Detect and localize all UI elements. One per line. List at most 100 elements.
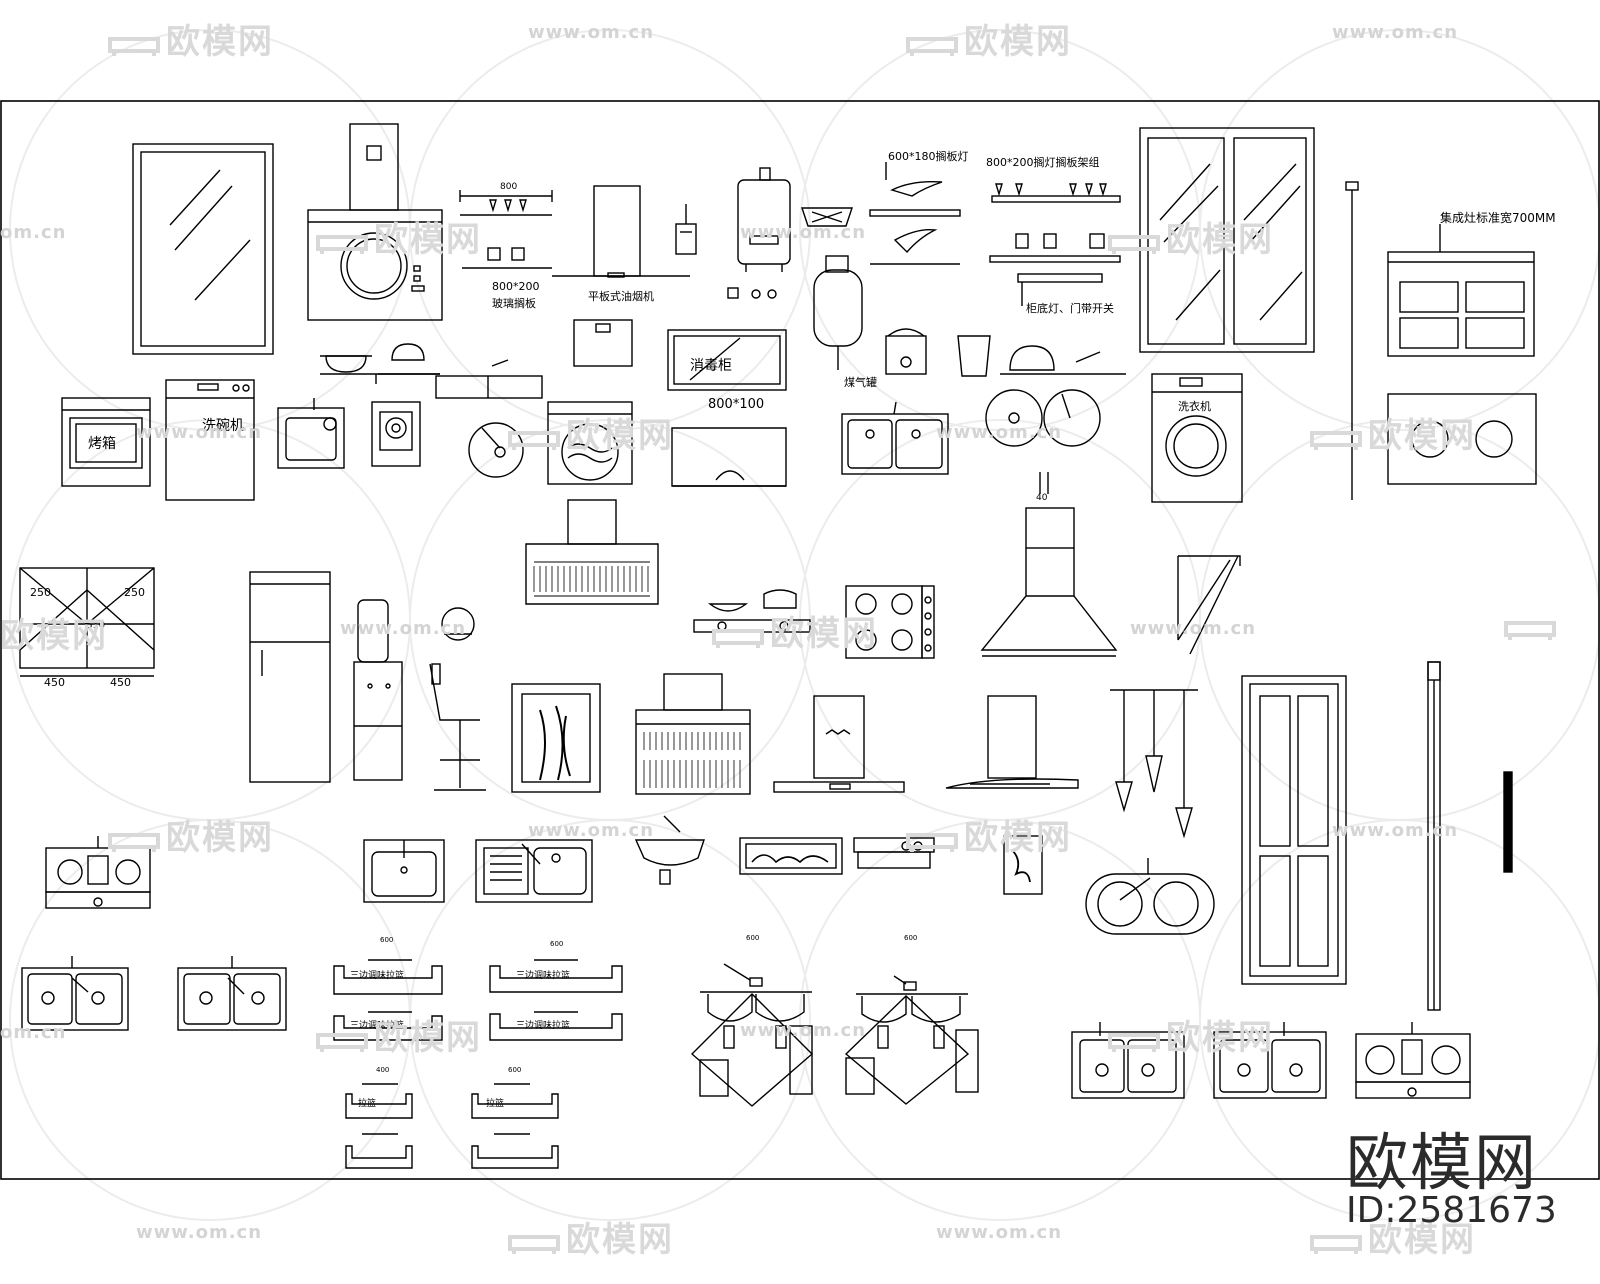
dim-610: 610 <box>86 620 105 631</box>
washer-front-small <box>547 401 633 485</box>
shelf-rack-label-1: 600*180搁板灯 <box>888 149 969 163</box>
brand-name: 欧模网 <box>1346 1126 1539 1199</box>
wall-lamp <box>801 207 853 227</box>
water-dispenser <box>353 599 403 781</box>
side-pole <box>1345 181 1359 500</box>
mirror-panel <box>132 143 274 355</box>
pullout-baskets: 600 三边调味拉篮 三边调味拉篮 600 三边调味拉篮 三边调味拉篮 400 … <box>333 936 623 1169</box>
gas-tank: 煤气罐 <box>813 255 877 389</box>
watermark-logo: 欧模网 <box>1108 1010 1274 1059</box>
watermark-logo: 欧模网 <box>1108 212 1274 261</box>
dishwasher-label: 洗碗机 <box>202 418 244 434</box>
t-hood <box>773 695 905 793</box>
watermark-url: www.om.cn <box>1332 22 1459 43</box>
watermark-logo: 欧模网 <box>508 408 674 457</box>
sofa-icon <box>1504 620 1556 640</box>
integrated-range-cabinet: 集成灶标准宽700MM <box>1387 210 1556 485</box>
sofa-icon <box>508 430 560 450</box>
gas-stove-b <box>1355 1022 1471 1099</box>
pendant-lamps <box>1110 689 1198 839</box>
rice-cooker <box>885 328 927 375</box>
watermark-logo: 欧模网 <box>906 810 1072 859</box>
glass-double-door <box>1139 127 1315 353</box>
double-round-sink <box>985 389 1101 447</box>
double-sink-c <box>21 956 129 1031</box>
kettle <box>1000 345 1126 375</box>
dim-250-right: 250 <box>124 586 145 599</box>
watermark-url: www.om.cn <box>528 22 655 43</box>
cabinet-light-label: 柜底灯、门带开关 <box>1026 301 1114 315</box>
flat-hood-side: 平板式油烟机 <box>552 185 690 303</box>
double-sink-top-a <box>435 359 543 399</box>
dim-450-right: 450 <box>110 676 131 689</box>
watermark-logo <box>1504 606 1562 646</box>
framed-art <box>511 683 601 793</box>
sofa-icon <box>906 832 958 852</box>
refrigerator <box>249 571 331 783</box>
flat-hood-label: 平板式油烟机 <box>588 289 654 303</box>
watermark-url: www.om.cn <box>936 1222 1063 1243</box>
sofa-icon <box>1108 234 1160 254</box>
slanted-wall-lamp <box>1177 555 1241 655</box>
dim-400-a: 400 <box>376 1066 389 1074</box>
double-sink-f <box>1213 1022 1327 1099</box>
wall-clock <box>441 607 475 641</box>
watermark-url: www.om.cn <box>1130 618 1257 639</box>
single-sink <box>277 398 345 469</box>
gas-meter <box>675 204 697 255</box>
shelf-dim-label: 800 <box>500 182 517 192</box>
shelf-name-label: 玻璃搁板 <box>492 296 536 310</box>
round-sink <box>468 422 524 478</box>
dim-600-d: 600 <box>746 934 759 942</box>
single-burner-hob <box>371 401 421 467</box>
sink-side-view <box>634 815 705 885</box>
sterilizer-label: 消毒柜 <box>690 358 732 374</box>
watermark-url: om.cn <box>0 1022 67 1043</box>
glass-curve-hood <box>945 695 1079 789</box>
washer-label: 洗衣机 <box>1178 399 1211 413</box>
four-burner-hob <box>845 585 935 659</box>
watermark-url: www.om.cn <box>936 422 1063 443</box>
sofa-icon <box>316 234 368 254</box>
double-sink-e <box>1071 1022 1185 1099</box>
watermark-logo: 欧模网 <box>1310 408 1476 457</box>
drawing-border <box>0 100 1600 1180</box>
panel-door <box>1241 675 1347 985</box>
chimney-hood-b <box>525 499 659 605</box>
watermark-logo: 欧模网 <box>316 1010 482 1059</box>
dim-40: 40 <box>1036 493 1048 503</box>
gas-tank-label: 煤气罐 <box>844 375 877 389</box>
dim-600-c: 600 <box>508 1066 521 1074</box>
basket-4: 三边调味拉篮 <box>516 1019 570 1031</box>
shelf-size-label: 800*200 <box>492 280 540 293</box>
microwave-box <box>573 319 633 367</box>
sofa-icon <box>1310 430 1362 450</box>
dim-600-e: 600 <box>904 934 917 942</box>
gas-water-heater <box>727 167 791 299</box>
dim-600-a: 600 <box>380 936 393 944</box>
pots-on-counter <box>320 343 440 384</box>
sink-drainboard <box>475 839 593 903</box>
sofa-icon <box>1108 1032 1160 1052</box>
double-sink-b <box>841 401 949 475</box>
wall-strip <box>1503 771 1513 873</box>
oval-double-sink <box>1085 858 1215 935</box>
long-picture-frame <box>739 837 843 875</box>
watermark-url: www.om.cn <box>136 1222 263 1243</box>
basket-1: 三边调味拉篮 <box>350 969 404 981</box>
watermark-logo: 欧模网 <box>0 616 108 656</box>
hob-plan-dims: 250 250 610 450 450 <box>19 567 155 689</box>
watermark-url: www.om.cn <box>740 1020 867 1041</box>
watermark-logo: 欧模网 <box>508 1212 674 1261</box>
watermark-url: www.om.cn <box>136 422 263 443</box>
sink-cabinet-elevation-a: 600 <box>690 934 814 1107</box>
sofa-icon <box>1310 1234 1362 1254</box>
sofa-icon <box>508 1234 560 1254</box>
sterilizer-cabinet: 消毒柜 800*100 <box>667 329 787 412</box>
slant-hood <box>671 427 787 487</box>
cup-shelf-rack: 800*200搁灯搁板架组 柜底灯、门带开关 <box>986 155 1121 315</box>
pail <box>957 335 991 377</box>
watermark-logo: 欧模网 <box>712 606 878 655</box>
shelf-rack-label-2: 800*200搁灯搁板架组 <box>986 155 1100 169</box>
chimney-hood-front <box>307 123 443 321</box>
